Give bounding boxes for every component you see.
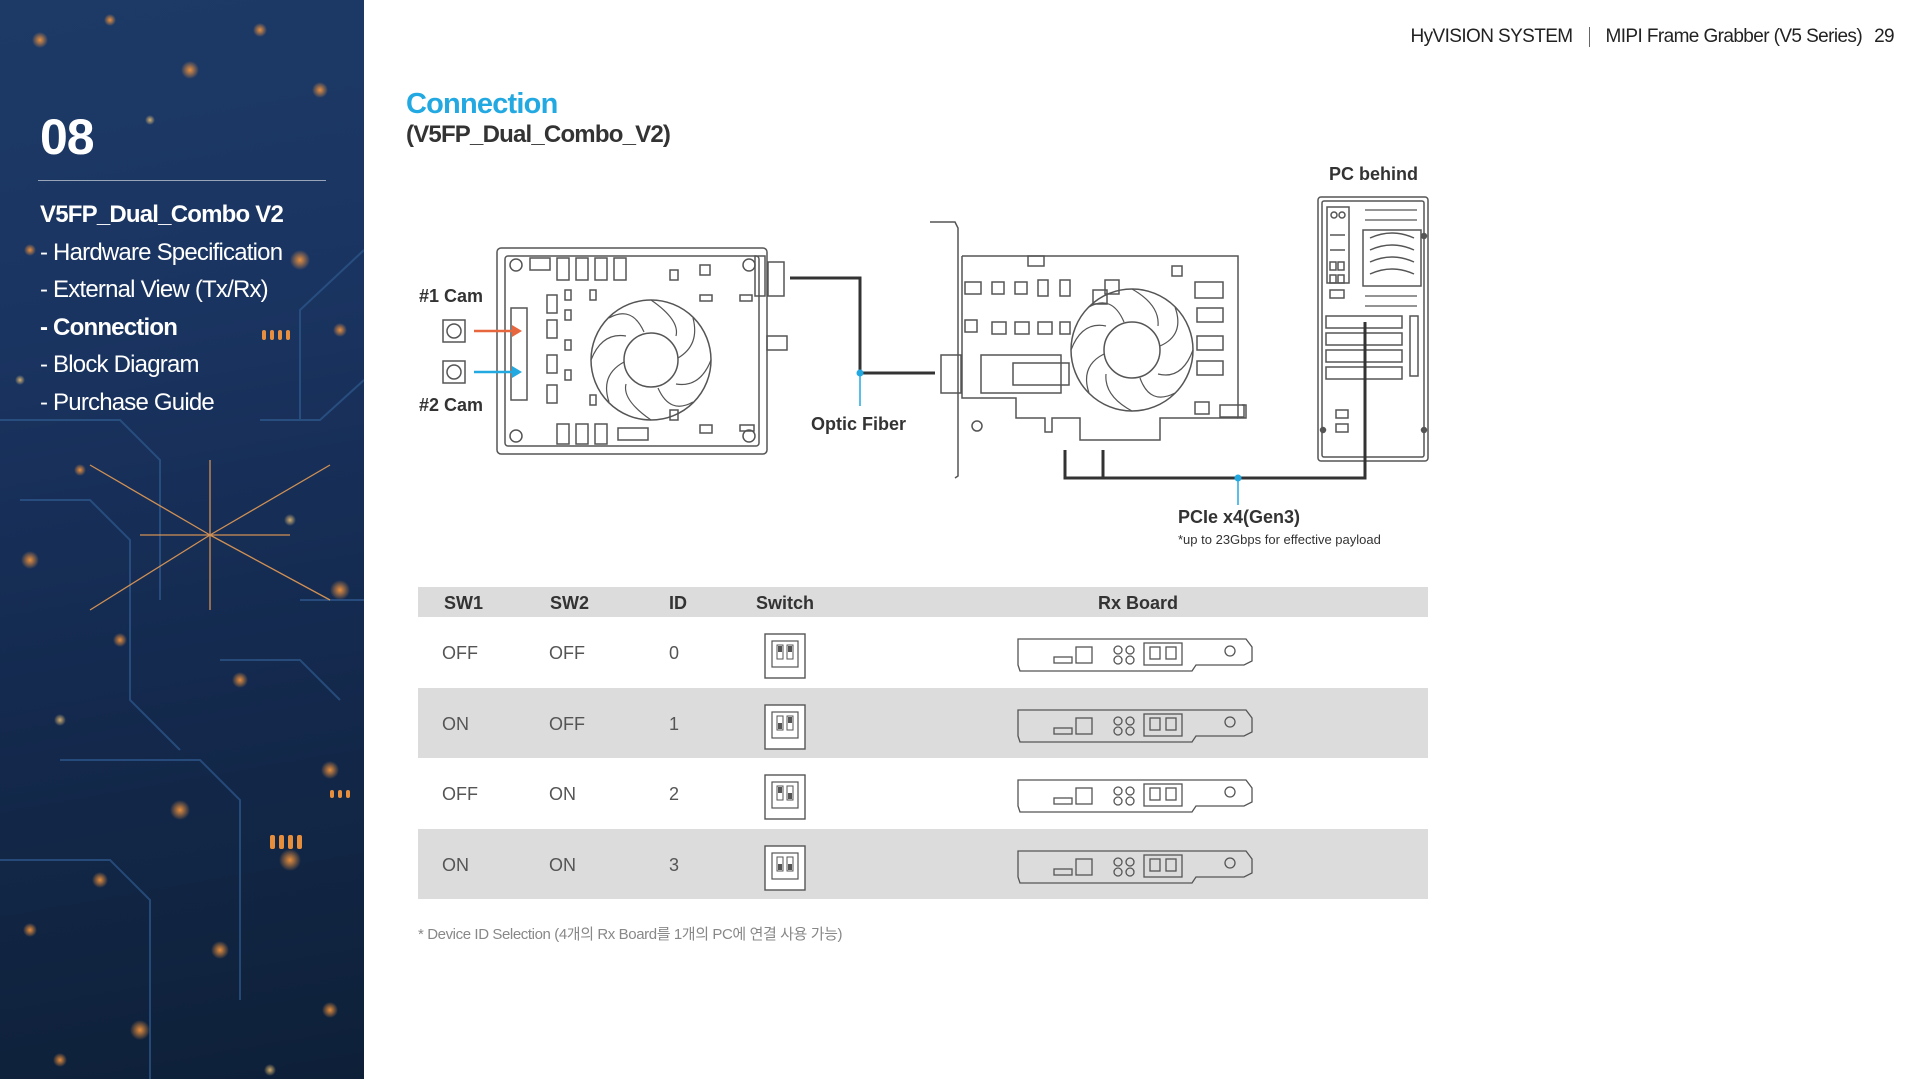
chapter-divider xyxy=(38,180,326,181)
rx-board-icon xyxy=(1017,708,1253,743)
pcie-cable xyxy=(1063,322,1367,480)
table-row: ON ON 3 xyxy=(418,828,1428,899)
cam2-arrow xyxy=(474,366,522,378)
col-id: ID xyxy=(669,593,687,613)
sidebar-menu: V5FP_Dual_Combo V2 - Hardware Specificat… xyxy=(40,196,284,421)
sidebar-item-block-diagram[interactable]: - Block Diagram xyxy=(40,351,200,378)
cam1-arrow xyxy=(474,325,522,337)
cell-sw2: OFF xyxy=(549,713,585,734)
col-switch: Switch xyxy=(756,593,815,613)
cell-sw1: ON xyxy=(442,854,469,875)
pcie-label: PCIe x4(Gen3) xyxy=(1178,507,1301,527)
dip-switch-icon xyxy=(764,703,806,750)
col-sw1: SW1 xyxy=(444,593,484,613)
tx-board-image xyxy=(496,247,788,455)
cell-id: 2 xyxy=(669,784,680,804)
table-header: SW1 SW2 ID Switch Rx Board xyxy=(418,587,1428,617)
optic-fiber-point xyxy=(856,369,864,377)
page-number: 29 xyxy=(1874,26,1895,47)
sidebar-title[interactable]: V5FP_Dual_Combo V2 xyxy=(40,201,284,228)
rx-board-icon xyxy=(1017,779,1253,813)
cell-id: 3 xyxy=(669,854,680,875)
pcie-point xyxy=(1234,474,1242,482)
product-name: MIPI Frame Grabber (V5 Series) xyxy=(1605,26,1863,47)
cell-sw1: OFF xyxy=(442,784,478,804)
rx-board-icon xyxy=(1017,638,1253,672)
rx-board-image xyxy=(930,221,1247,479)
rx-board-icon xyxy=(1017,849,1253,884)
col-rx-board: Rx Board xyxy=(1098,593,1179,613)
cell-id: 0 xyxy=(669,643,680,663)
cell-sw2: ON xyxy=(549,854,576,875)
camera-1-icon xyxy=(442,319,466,343)
cell-sw2: ON xyxy=(549,784,576,804)
cell-sw1: ON xyxy=(442,713,469,734)
device-id-footnote: * Device ID Selection (4개의 Rx Board를 1개의… xyxy=(418,926,843,943)
header-divider xyxy=(1588,27,1590,47)
table-row: OFF ON 2 xyxy=(418,758,1428,829)
section-subtitle: (V5FP_Dual_Combo_V2) xyxy=(406,121,671,148)
device-id-table: SW1 SW2 ID Switch Rx Board OFF OFF 0 ON xyxy=(418,587,1428,899)
col-sw2: SW2 xyxy=(550,593,590,613)
sidebar: 08 V5FP_Dual_Combo V2 - Hardware Specifi… xyxy=(0,0,364,1079)
sidebar-item-connection[interactable]: - Connection xyxy=(40,313,178,341)
table-row: ON OFF 1 xyxy=(418,687,1428,758)
dip-switch-icon xyxy=(764,844,806,891)
cell-id: 1 xyxy=(669,713,680,734)
page-header: HyVISION SYSTEM MIPI Frame Grabber (V5 S… xyxy=(1411,26,1895,48)
sidebar-item-external-view[interactable]: - External View (Tx/Rx) xyxy=(40,276,269,303)
cam1-label: #1 Cam xyxy=(419,286,484,306)
chapter-number: 08 xyxy=(40,109,95,165)
sidebar-item-hardware-specification[interactable]: - Hardware Specification xyxy=(40,238,283,266)
table-row: OFF OFF 0 xyxy=(418,617,1428,688)
optic-fiber-label: Optic Fiber xyxy=(811,414,907,434)
pcie-note: *up to 23Gbps for effective payload xyxy=(1178,532,1381,547)
cell-sw2: OFF xyxy=(549,643,585,663)
circuit-background-image xyxy=(0,14,364,1079)
connection-diagram xyxy=(442,196,1429,505)
optic-fiber-cable xyxy=(790,276,935,375)
camera-2-icon xyxy=(442,360,466,384)
cell-sw1: OFF xyxy=(442,643,478,663)
pc-behind-label: PC behind xyxy=(1329,164,1418,184)
pc-tower-image xyxy=(1317,196,1429,462)
dip-switch-icon xyxy=(764,633,806,679)
cam2-label: #2 Cam xyxy=(419,395,484,415)
brand-name: HyVISION SYSTEM xyxy=(1410,26,1574,47)
sidebar-item-purchase-guide[interactable]: - Purchase Guide xyxy=(40,388,215,416)
dip-switch-icon xyxy=(764,774,806,820)
section-title: Connection xyxy=(406,88,558,120)
